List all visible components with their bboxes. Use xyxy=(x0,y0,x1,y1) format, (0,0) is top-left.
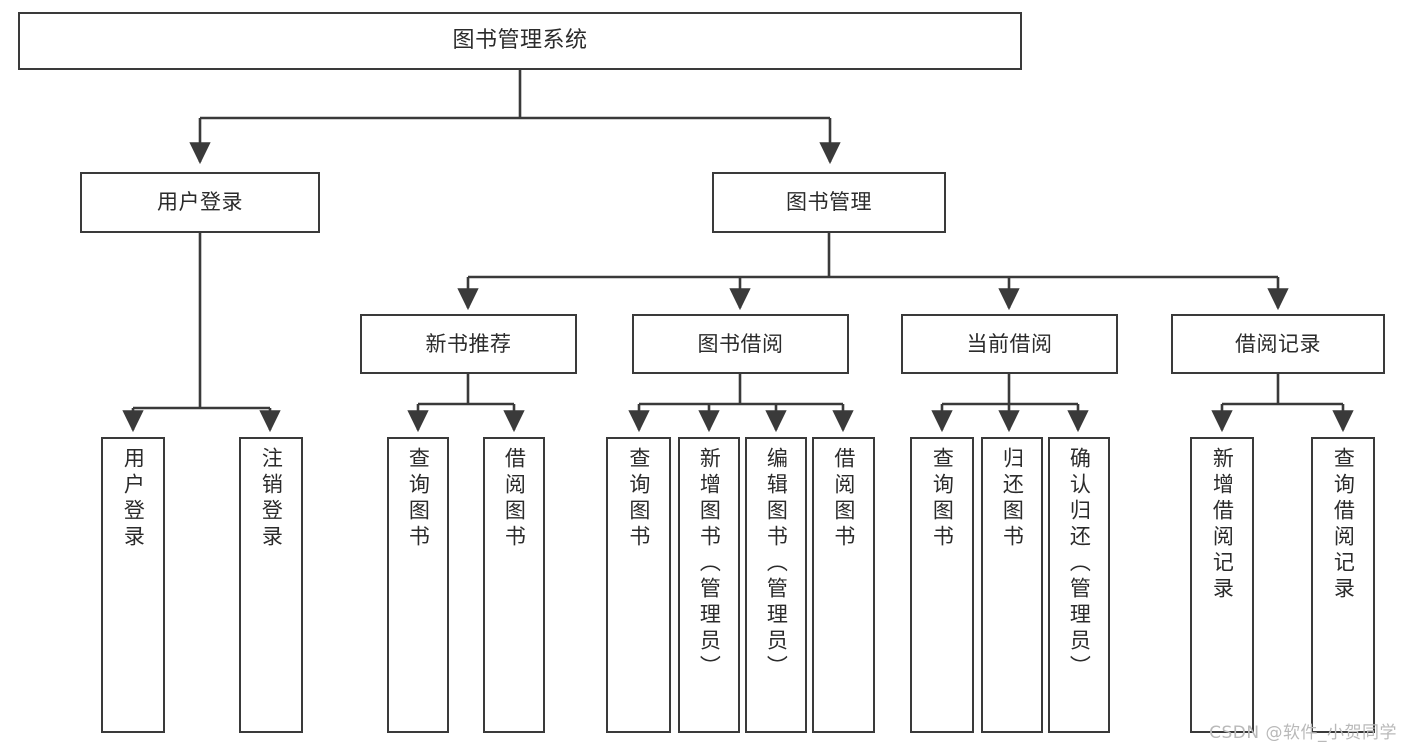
leaf-logout-label: 注销登录 xyxy=(259,447,284,551)
leaf-borrow-book-label: 借阅图书 xyxy=(831,447,856,551)
leaf-edit-book-admin-label: 编辑图书（管理员） xyxy=(764,447,789,681)
leaf-recommend-query-book-label: 查询图书 xyxy=(406,447,431,551)
node-book-borrow-label: 图书借阅 xyxy=(697,331,784,356)
leaf-add-book-admin[interactable]: 新增图书（管理员） xyxy=(678,437,740,733)
node-current-borrow-label: 当前借阅 xyxy=(966,331,1053,356)
leaf-user-login-label: 用户登录 xyxy=(121,447,146,551)
leaf-add-book-admin-label: 新增图书（管理员） xyxy=(697,447,722,681)
leaf-current-query-book[interactable]: 查询图书 xyxy=(910,437,974,733)
node-new-book-recommend[interactable]: 新书推荐 xyxy=(360,314,577,374)
leaf-confirm-return-admin-label: 确认归还（管理员） xyxy=(1067,447,1092,681)
leaf-user-login[interactable]: 用户登录 xyxy=(101,437,165,733)
leaf-return-book-label: 归还图书 xyxy=(1000,447,1025,551)
watermark: CSDN @软件_小贺同学 xyxy=(1209,723,1397,743)
leaf-query-borrow-record[interactable]: 查询借阅记录 xyxy=(1311,437,1375,733)
leaf-borrow-query-book[interactable]: 查询图书 xyxy=(606,437,671,733)
leaf-borrow-query-book-label: 查询图书 xyxy=(626,447,651,551)
leaf-recommend-query-book[interactable]: 查询图书 xyxy=(387,437,449,733)
leaf-return-book[interactable]: 归还图书 xyxy=(981,437,1043,733)
node-root-label: 图书管理系统 xyxy=(452,28,588,54)
node-borrow-record-label: 借阅记录 xyxy=(1235,331,1321,356)
leaf-logout[interactable]: 注销登录 xyxy=(239,437,303,733)
leaf-edit-book-admin[interactable]: 编辑图书（管理员） xyxy=(745,437,807,733)
leaf-query-borrow-record-label: 查询借阅记录 xyxy=(1331,447,1356,603)
node-book-management[interactable]: 图书管理 xyxy=(712,172,946,233)
node-user-login-label: 用户登录 xyxy=(157,190,243,215)
node-current-borrow[interactable]: 当前借阅 xyxy=(901,314,1118,374)
node-user-login[interactable]: 用户登录 xyxy=(80,172,320,233)
leaf-confirm-return-admin[interactable]: 确认归还（管理员） xyxy=(1048,437,1110,733)
node-new-book-recommend-label: 新书推荐 xyxy=(425,331,512,356)
leaf-borrow-book[interactable]: 借阅图书 xyxy=(812,437,875,733)
node-book-management-label: 图书管理 xyxy=(786,190,872,215)
node-book-borrow[interactable]: 图书借阅 xyxy=(632,314,849,374)
leaf-add-borrow-record[interactable]: 新增借阅记录 xyxy=(1190,437,1254,733)
leaf-recommend-borrow-book[interactable]: 借阅图书 xyxy=(483,437,545,733)
leaf-current-query-book-label: 查询图书 xyxy=(930,447,955,551)
node-borrow-record[interactable]: 借阅记录 xyxy=(1171,314,1385,374)
leaf-add-borrow-record-label: 新增借阅记录 xyxy=(1210,447,1235,603)
leaf-recommend-borrow-book-label: 借阅图书 xyxy=(502,447,527,551)
node-root[interactable]: 图书管理系统 xyxy=(18,12,1022,70)
